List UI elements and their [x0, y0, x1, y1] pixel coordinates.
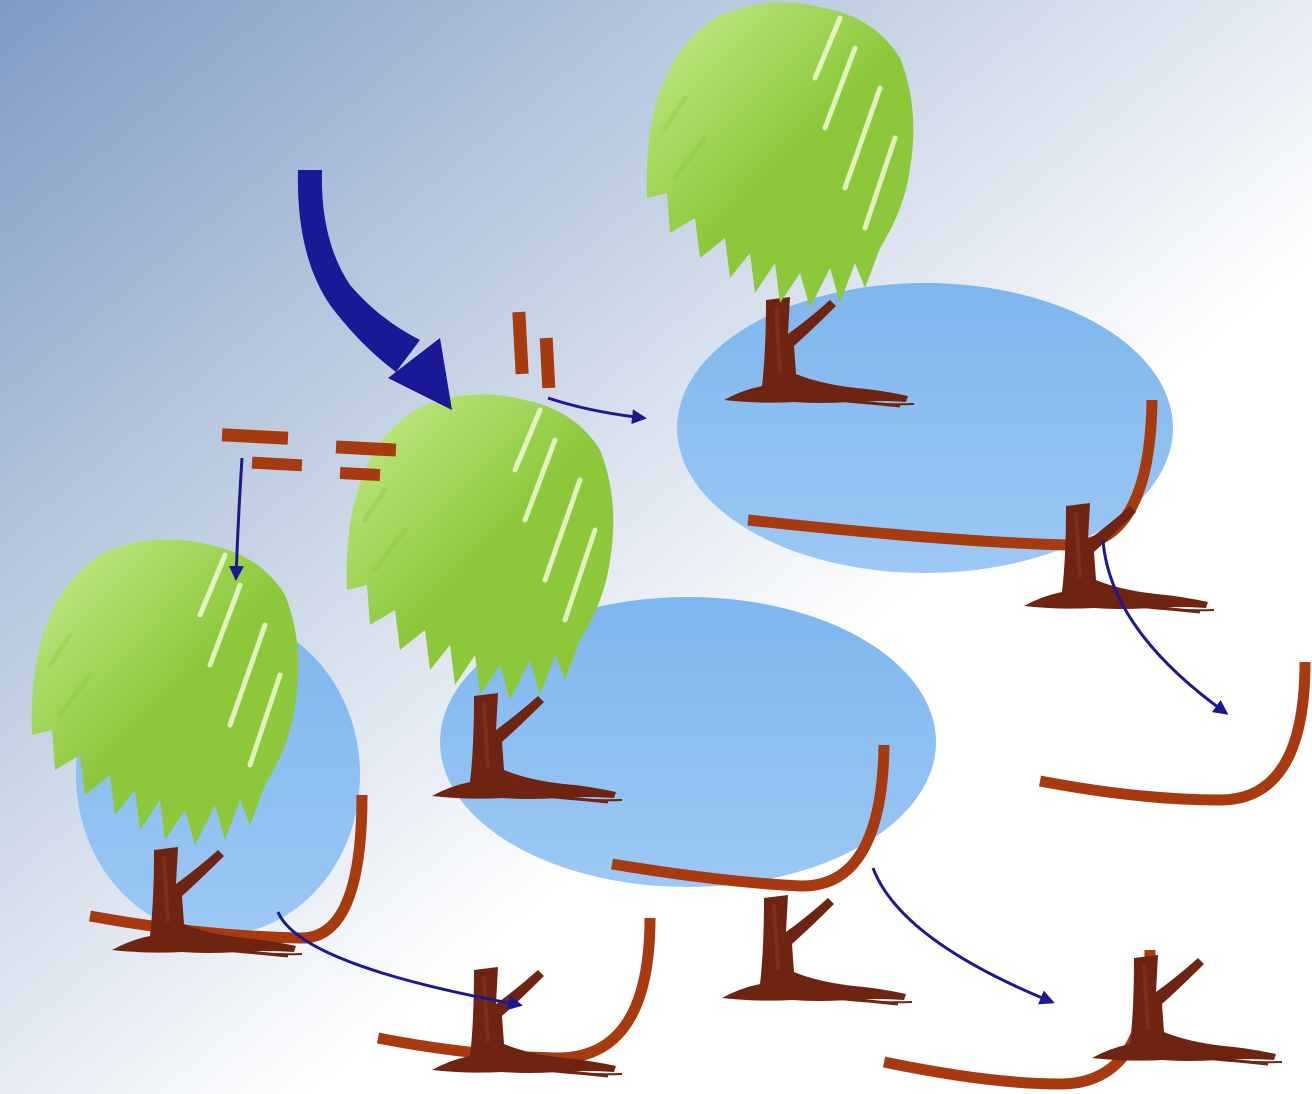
boundary-line-middle — [611, 744, 890, 892]
boundary-line-far-right — [1038, 661, 1311, 806]
equals-sign-icon — [335, 440, 397, 482]
equals-sign-icon — [512, 311, 556, 389]
main-arrow-icon — [297, 170, 452, 410]
arrow-icon — [1101, 539, 1229, 715]
arrow-icon — [276, 911, 523, 1011]
equals-sign-icon — [221, 428, 303, 472]
water-area-top-right — [677, 283, 1173, 573]
arrow-icon — [547, 396, 647, 425]
arrow-icon — [871, 867, 1055, 1005]
boundary-line-top-right — [747, 399, 1158, 551]
arrow-icon — [228, 457, 244, 581]
